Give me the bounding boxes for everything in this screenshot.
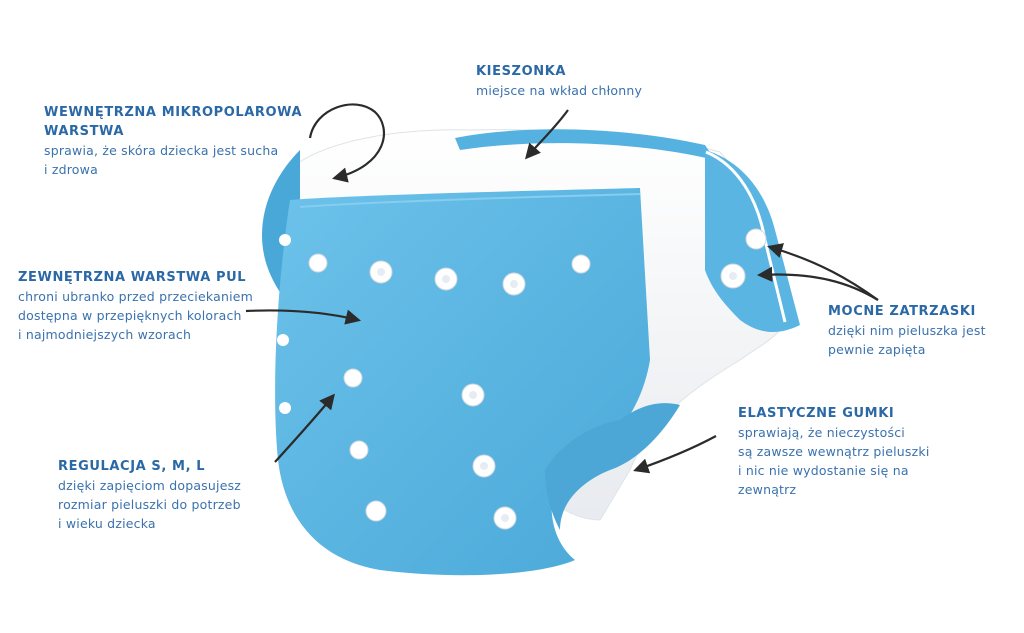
callout-pul: ZEWNĘTRZNA WARSTWA PUL chroni ubranko pr… [18, 268, 253, 344]
curved-arrow-icon [308, 103, 385, 183]
callout-title: WEWNĘTRZNA MIKROPOLAROWA WARSTWA [44, 105, 303, 139]
callout-description: dzięki nim pieluszka jest pewnie zapięta [828, 323, 986, 357]
arrow-icon [274, 393, 335, 463]
arrow-icon [767, 243, 879, 301]
callout-title: ZEWNĘTRZNA WARSTWA PUL [18, 270, 247, 285]
callout-title: REGULACJA S, M, L [58, 459, 206, 474]
callout-description: sprawiają, że nieczystości są zawsze wew… [738, 425, 930, 497]
arrow-icon [756, 266, 879, 301]
callout-description: dzięki zapięciom dopasujesz rozmiar piel… [58, 478, 242, 531]
callout-kieszonka: KIESZONKA miejsce na wkład chłonny [476, 62, 642, 100]
callout-description: sprawia, że skóra dziecka jest sucha i z… [44, 143, 279, 177]
arrow-icon [524, 109, 569, 160]
snap-buttons [277, 228, 767, 530]
callout-description: miejsce na wkład chłonny [476, 83, 643, 98]
callout-title: KIESZONKA [476, 64, 567, 79]
callout-description: chroni ubranko przed przeciekaniem dostę… [18, 289, 254, 342]
arrow-icon [245, 309, 361, 325]
diaper-leg-elastic [545, 403, 680, 530]
arrow-icon [633, 435, 717, 474]
callout-mikropolarowa: WEWNĘTRZNA MIKROPOLAROWA WARSTWA sprawia… [44, 103, 302, 179]
callout-gumki: ELASTYCZNE GUMKI sprawiają, że nieczysto… [738, 404, 930, 499]
callout-zatrzaski: MOCNE ZATRZASKI dzięki nim pieluszka jes… [828, 302, 986, 359]
callout-title: MOCNE ZATRZASKI [828, 304, 976, 319]
diaper-back-waistband [455, 129, 715, 160]
pointer-arrows [245, 103, 879, 474]
callout-title: ELASTYCZNE GUMKI [738, 406, 895, 421]
callout-regulacja: REGULACJA S, M, L dzięki zapięciom dopas… [58, 457, 241, 533]
